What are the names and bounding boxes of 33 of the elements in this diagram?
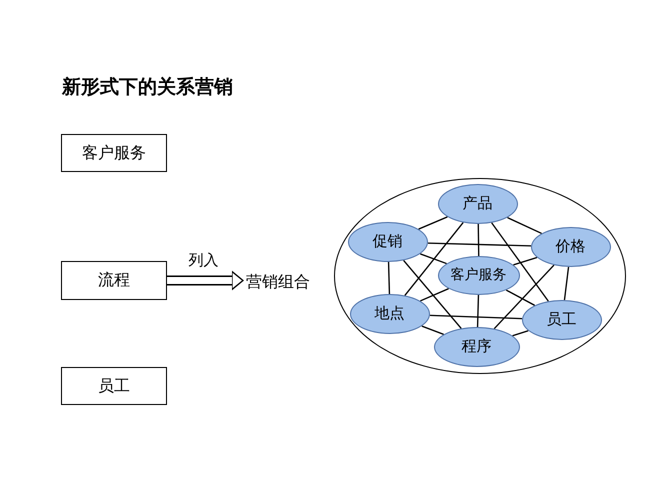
connector-line — [478, 224, 480, 256]
target-text: 营销组合 — [238, 269, 318, 295]
connector-line — [420, 253, 447, 264]
connector-line — [422, 325, 444, 335]
connector-line — [507, 217, 542, 234]
ellipse-node: 促销 — [348, 222, 428, 262]
connector-line — [564, 266, 570, 300]
hollow-arrow — [167, 270, 244, 290]
ellipse-node: 员工 — [522, 300, 602, 340]
connector-line — [418, 216, 448, 230]
diagram-title: 新形式下的关系营销 — [62, 75, 233, 100]
connector-line — [512, 330, 528, 336]
connector-line — [420, 288, 449, 302]
connector-line — [476, 294, 480, 328]
process-box: 员工 — [61, 367, 167, 405]
process-box: 客户服务 — [61, 134, 167, 172]
ellipse-node: 地点 — [350, 294, 430, 334]
connector-line — [403, 260, 462, 329]
connector-line — [430, 314, 522, 320]
ellipse-node: 客户服务 — [438, 256, 520, 294]
connector-line — [506, 290, 536, 306]
connector-line — [428, 242, 532, 247]
connector-line — [494, 264, 554, 330]
ellipse-node: 价格 — [530, 226, 610, 266]
process-box: 流程 — [61, 261, 167, 300]
connector-line — [388, 262, 390, 294]
ellipse-node: 程序 — [434, 326, 520, 366]
connector-line — [404, 222, 464, 296]
ellipse-node: 产品 — [438, 184, 518, 224]
outer-ellipse — [334, 178, 626, 374]
edge-label: 列入 — [186, 250, 220, 270]
connector-line — [513, 256, 538, 266]
connector-line — [491, 222, 549, 302]
